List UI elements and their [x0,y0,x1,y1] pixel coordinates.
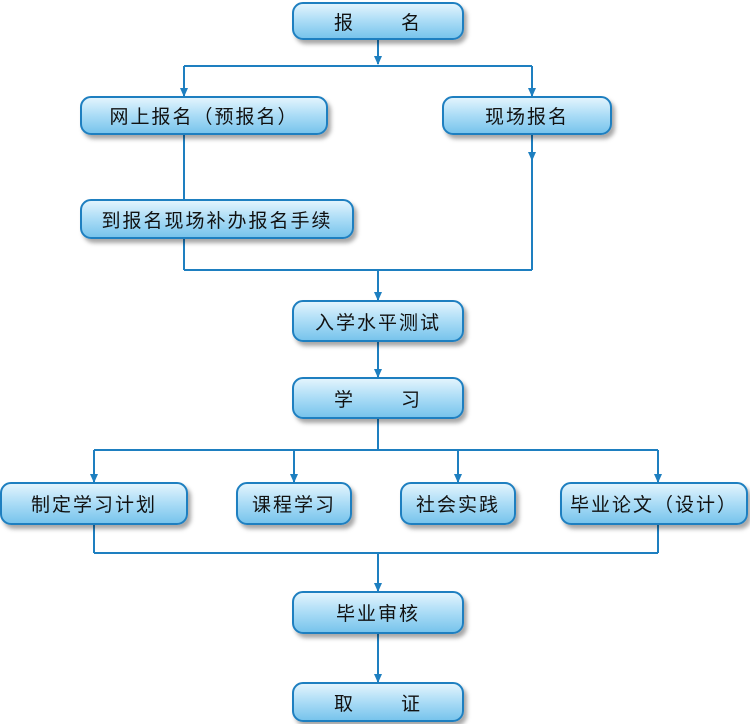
node-online-registration: 网上报名（预报名） [80,96,328,135]
node-study: 学习 [292,377,464,419]
node-register: 报名 [292,2,464,40]
node-supplement-procedures: 到报名现场补办报名手续 [80,199,354,239]
node-course-study: 课程学习 [236,482,352,525]
node-social-practice: 社会实践 [400,482,516,525]
node-onsite-registration: 现场报名 [442,96,612,135]
node-thesis: 毕业论文（设计） [560,482,748,525]
node-certificate: 取证 [292,682,464,722]
node-graduation-review: 毕业审核 [292,591,464,634]
node-entrance-test: 入学水平测试 [292,300,464,342]
node-study-plan: 制定学习计划 [0,482,188,525]
